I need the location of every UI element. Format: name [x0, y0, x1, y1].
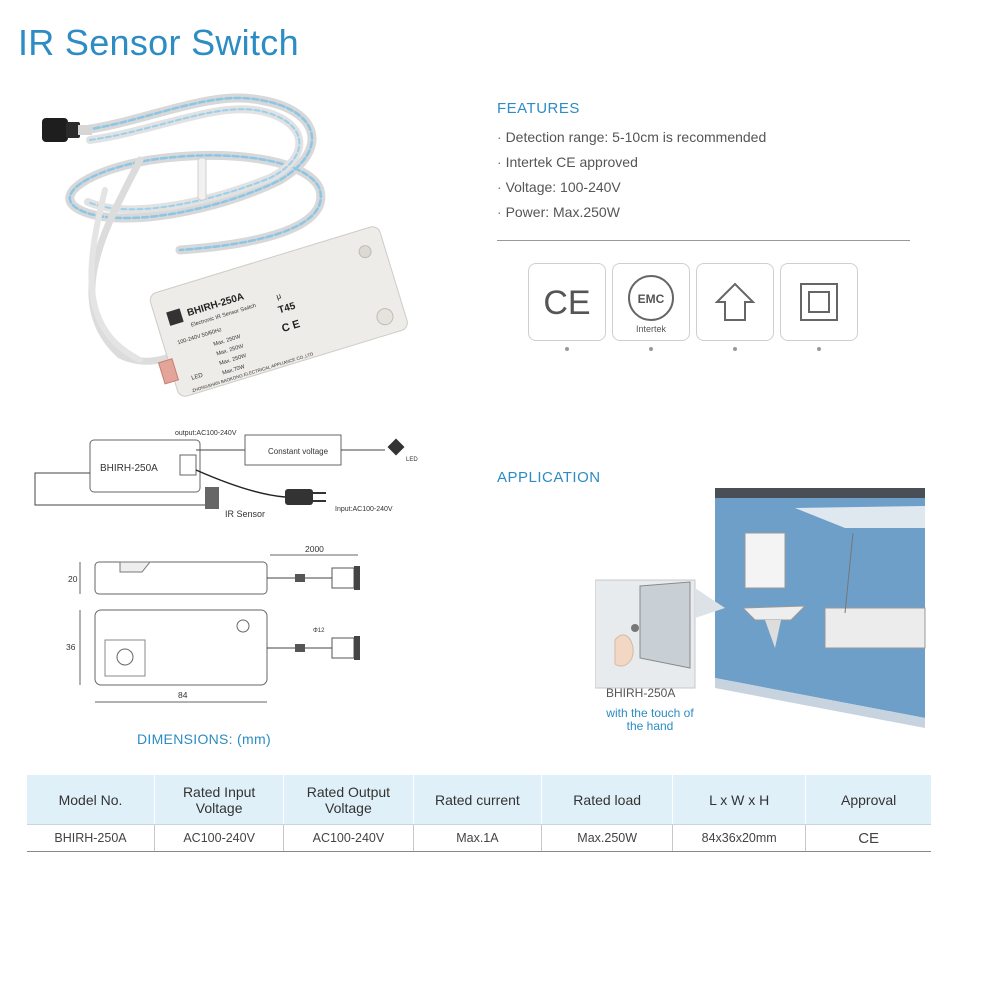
cell-rated-current: Max.1A	[413, 824, 543, 852]
dimensions-label: DIMENSIONS: (mm)	[137, 731, 271, 747]
wiring-module-label: BHIRH-250A	[100, 463, 158, 474]
wiring-input-label: Input:AC100-240V	[335, 506, 393, 513]
dim-width: 36	[66, 642, 76, 652]
application-heading: APPLICATION	[497, 469, 601, 486]
wiring-diagram: BHIRH-250A output:AC100-240V Constant vo…	[34, 430, 418, 519]
module-led-text: LED	[191, 372, 205, 381]
dim-height: 20	[68, 574, 78, 584]
emc-text: EMC	[638, 292, 665, 306]
cell-approval: CE	[805, 824, 931, 852]
double-insulation-icon	[780, 263, 858, 341]
module-t45-text: T45	[277, 301, 297, 317]
cert-dot	[733, 347, 737, 351]
ir-sensor-head	[42, 118, 92, 142]
application-caption-line2: the hand	[626, 719, 674, 733]
cert-dot	[817, 347, 821, 351]
cell-rated-output: AC100-240V	[283, 824, 414, 852]
emc-intertek-icon: EMC Intertek	[612, 263, 690, 341]
header-model-no: Model No.	[27, 775, 155, 825]
cell-dimensions: 84x36x20mm	[672, 824, 807, 852]
features-divider	[497, 240, 910, 241]
header-rated-current: Rated current	[413, 775, 543, 825]
application-model: BHIRH-250A	[606, 686, 676, 700]
feature-item: Power: Max.250W	[497, 200, 766, 225]
features-section: FEATURES Detection range: 5-10cm is reco…	[497, 100, 766, 225]
dim-length: 84	[178, 690, 188, 700]
cell-rated-load: Max.250W	[541, 824, 674, 852]
cert-dot	[649, 347, 653, 351]
header-rated-load: Rated load	[541, 775, 674, 825]
application-illustration	[595, 488, 926, 728]
wiring-led-label: LED	[406, 457, 418, 463]
dim-sensor-diameter: Φ12	[313, 628, 325, 634]
house-arrow-icon	[696, 263, 774, 341]
application-caption-line1: with the touch of	[606, 706, 694, 720]
ce-mark-icon: CE	[528, 263, 606, 341]
intertek-text: Intertek	[636, 324, 667, 334]
features-list: Detection range: 5-10cm is recommended I…	[497, 125, 767, 225]
wiring-sensor-label: IR Sensor	[225, 509, 265, 519]
cert-dot	[565, 347, 569, 351]
cell-model-no: BHIRH-250A	[27, 824, 155, 852]
wiring-driver-label: Constant voltage	[268, 447, 329, 456]
features-heading: FEATURES	[497, 100, 580, 117]
application-caption: with the touch of the hand	[598, 707, 702, 733]
header-dimensions: L x W x H	[672, 775, 807, 825]
product-photo: BHIRH-250A Electronic IR Sensor Switch 1…	[42, 93, 408, 397]
feature-item: Intertek CE approved	[497, 150, 766, 175]
svg-text:C E: C E	[280, 318, 301, 335]
module-mu-text: μ	[275, 291, 282, 301]
dimension-drawing: 2000 20 Φ12 36 84	[66, 544, 360, 703]
page-title: IR Sensor Switch	[18, 22, 299, 63]
wiring-output-label: output:AC100-240V	[175, 430, 237, 437]
header-approval: Approval	[805, 775, 931, 825]
ce-mark-text: CE	[543, 284, 590, 322]
feature-item: Voltage: 100-240V	[497, 175, 766, 200]
cell-rated-input: AC100-240V	[154, 824, 285, 852]
feature-item: Detection range: 5-10cm is recommended	[497, 125, 767, 150]
dim-cable-length: 2000	[305, 544, 324, 554]
table-row: BHIRH-250A AC100-240V AC100-240V Max.1A …	[27, 824, 931, 852]
